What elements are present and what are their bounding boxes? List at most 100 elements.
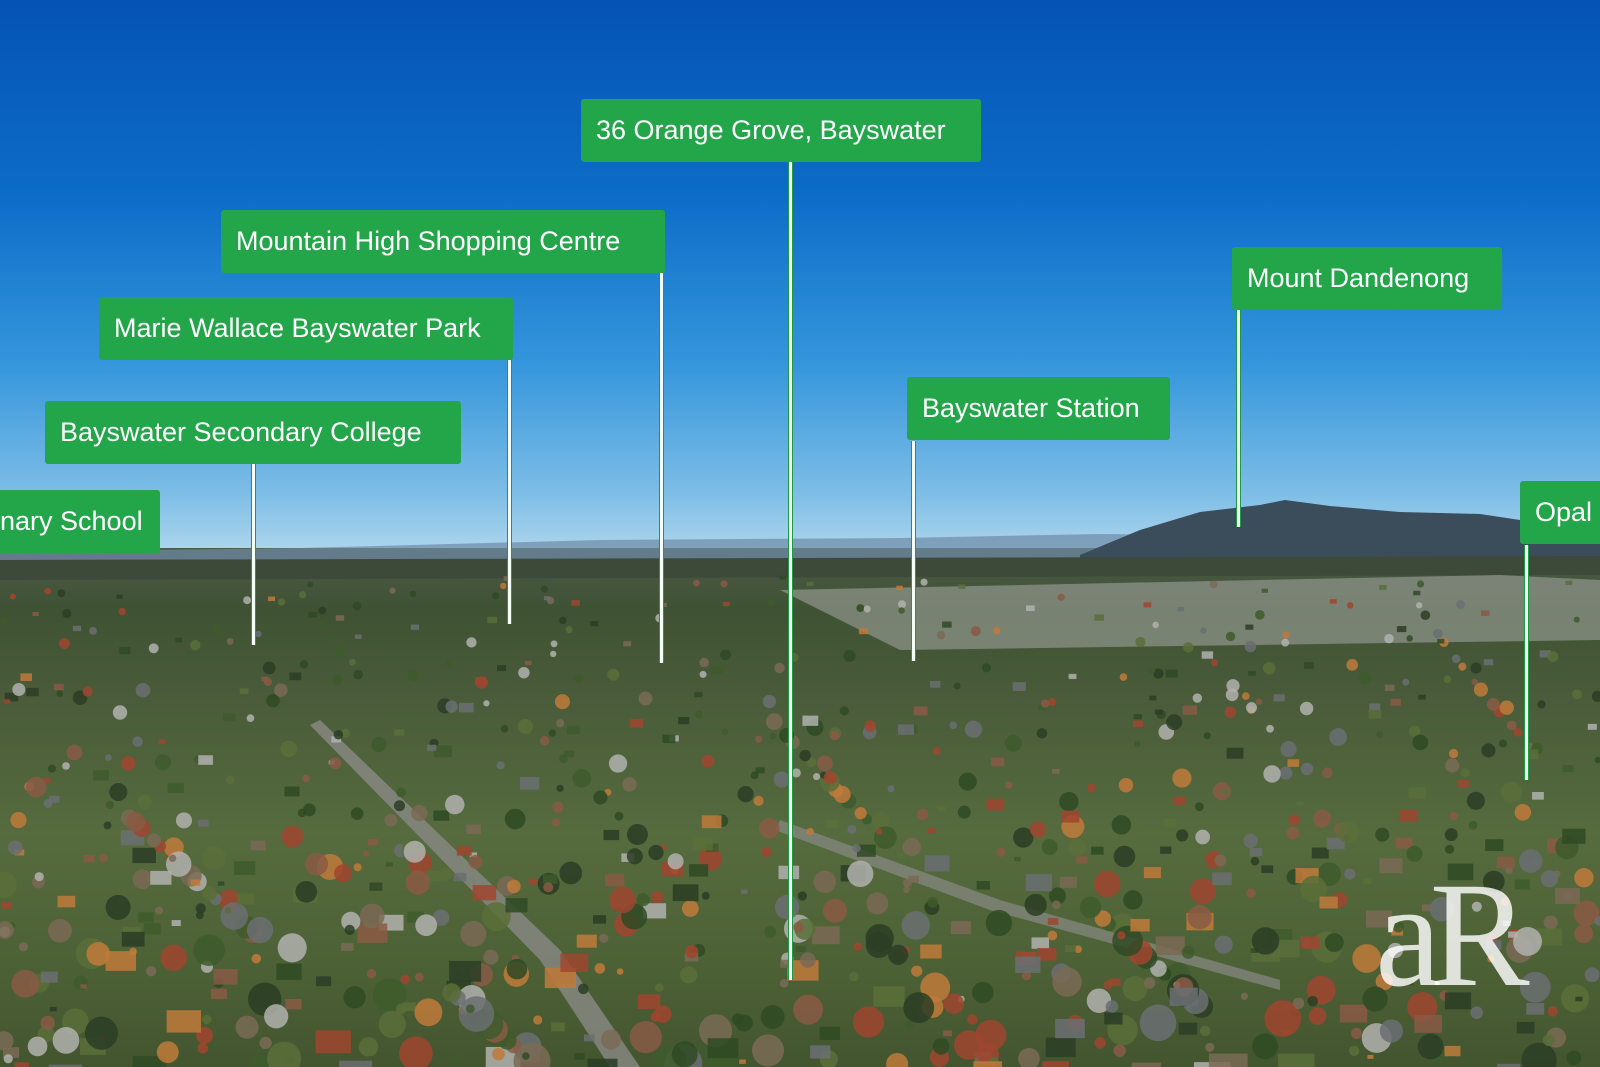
tree bbox=[682, 900, 699, 917]
tree bbox=[12, 682, 26, 696]
label-station[interactable]: Bayswater Station bbox=[907, 377, 1170, 440]
rooftop bbox=[53, 683, 64, 691]
rooftop bbox=[566, 725, 580, 735]
tree bbox=[1387, 942, 1403, 959]
tree bbox=[1048, 697, 1057, 707]
tree bbox=[927, 896, 938, 908]
label-park[interactable]: Marie Wallace Bayswater Park bbox=[99, 297, 513, 360]
tree bbox=[1513, 927, 1542, 956]
tree bbox=[1113, 845, 1136, 868]
tree bbox=[833, 785, 851, 803]
tree bbox=[59, 638, 70, 649]
rooftop bbox=[1598, 869, 1600, 880]
label-shopping[interactable]: Mountain High Shopping Centre bbox=[221, 210, 665, 273]
rooftop bbox=[1369, 703, 1381, 711]
tree bbox=[1473, 682, 1488, 697]
tree bbox=[559, 616, 567, 625]
label-secondary[interactable]: Bayswater Secondary College bbox=[45, 401, 461, 464]
rooftop bbox=[1149, 695, 1157, 701]
tree bbox=[932, 1037, 950, 1055]
rooftop bbox=[1038, 705, 1047, 711]
rooftop bbox=[991, 757, 1005, 767]
tree bbox=[202, 845, 226, 870]
tree bbox=[1429, 897, 1455, 922]
rooftop bbox=[1076, 856, 1088, 864]
tree bbox=[1209, 580, 1218, 589]
rooftop bbox=[662, 734, 676, 744]
tree bbox=[903, 886, 910, 894]
rooftop bbox=[1178, 1022, 1198, 1035]
rooftop bbox=[678, 716, 690, 725]
tree bbox=[280, 740, 297, 758]
tree bbox=[1018, 1047, 1040, 1067]
rooftop bbox=[511, 955, 519, 960]
rooftop bbox=[1212, 872, 1232, 886]
rooftop bbox=[472, 885, 497, 901]
tree bbox=[1500, 897, 1510, 907]
tree bbox=[758, 818, 780, 839]
rooftop bbox=[642, 903, 667, 919]
rooftop bbox=[505, 898, 528, 913]
tree bbox=[10, 812, 27, 829]
tree bbox=[500, 582, 507, 589]
rooftop bbox=[341, 942, 354, 951]
tree bbox=[1111, 815, 1132, 835]
tree bbox=[66, 744, 83, 761]
rooftop bbox=[167, 782, 184, 794]
tree bbox=[1443, 675, 1452, 684]
tree bbox=[1471, 901, 1482, 912]
rooftop bbox=[335, 615, 345, 621]
label-mountain[interactable]: Mount Dandenong bbox=[1232, 247, 1502, 310]
tree bbox=[806, 827, 814, 836]
tree bbox=[56, 690, 64, 697]
tree bbox=[483, 949, 499, 965]
rooftop bbox=[897, 853, 906, 859]
rooftop bbox=[1130, 918, 1150, 932]
rooftop bbox=[1165, 669, 1178, 678]
rooftop bbox=[528, 878, 538, 885]
rooftop bbox=[503, 576, 511, 581]
tree bbox=[1113, 1044, 1126, 1057]
rooftop bbox=[1429, 1054, 1444, 1064]
tree bbox=[353, 863, 362, 872]
tree bbox=[1205, 1042, 1215, 1052]
rooftop bbox=[519, 777, 540, 790]
rooftop bbox=[1408, 787, 1426, 799]
tree bbox=[1148, 666, 1156, 675]
tree bbox=[1264, 1000, 1302, 1037]
rooftop bbox=[1384, 684, 1395, 691]
rooftop bbox=[367, 838, 379, 846]
rooftop bbox=[958, 584, 966, 589]
rooftop bbox=[20, 673, 33, 681]
rooftop bbox=[973, 1061, 1003, 1067]
rooftop bbox=[2, 1047, 20, 1058]
tree bbox=[766, 598, 776, 607]
tree bbox=[146, 966, 157, 977]
rooftop bbox=[1031, 937, 1050, 949]
tree bbox=[765, 713, 783, 730]
label-property[interactable]: 36 Orange Grove, Bayswater bbox=[581, 99, 981, 162]
rooftop bbox=[25, 687, 39, 697]
label-opal[interactable]: Opal bbox=[1520, 481, 1600, 544]
rooftop bbox=[1413, 590, 1421, 596]
rooftop bbox=[1245, 624, 1254, 630]
tree bbox=[972, 981, 994, 1004]
tree bbox=[334, 864, 353, 883]
tree bbox=[1040, 699, 1050, 708]
rooftop bbox=[1396, 626, 1407, 633]
tree bbox=[82, 686, 93, 697]
tree bbox=[1172, 768, 1192, 788]
rooftop bbox=[1091, 846, 1104, 855]
tree bbox=[1350, 1027, 1363, 1040]
tree bbox=[1143, 977, 1156, 989]
tree bbox=[62, 762, 70, 770]
cross-road bbox=[775, 820, 1280, 990]
label-primary-school[interactable]: nary School bbox=[0, 490, 160, 553]
tree bbox=[1187, 905, 1212, 930]
rooftop bbox=[1562, 765, 1574, 773]
rooftop bbox=[1261, 588, 1269, 593]
rooftop bbox=[543, 596, 551, 601]
rooftop bbox=[1539, 650, 1551, 658]
tree bbox=[1189, 878, 1216, 905]
rooftop bbox=[1457, 779, 1470, 788]
